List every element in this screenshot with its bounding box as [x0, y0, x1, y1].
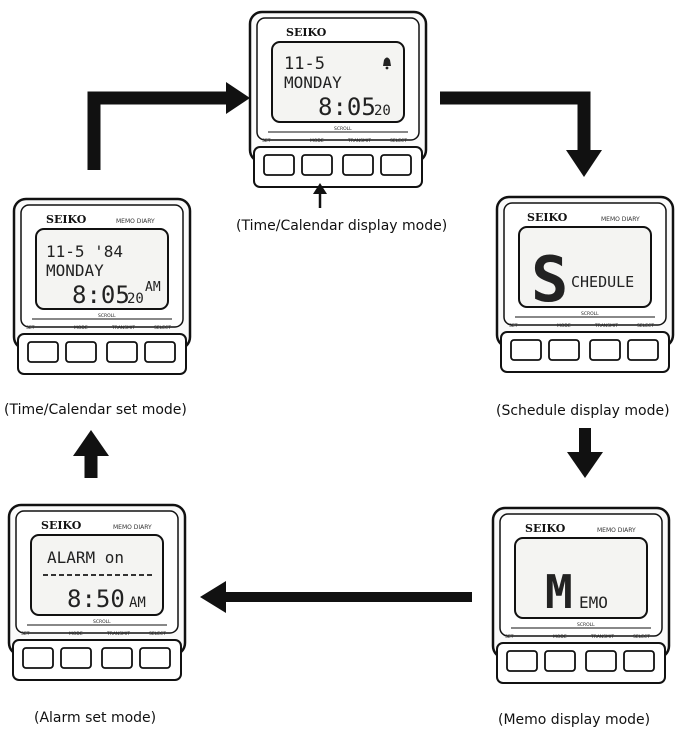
lcd-ampm: AM: [145, 280, 161, 295]
mode-label: MODE: [553, 634, 567, 640]
caption-time-set: (Time/Calendar set mode): [4, 402, 187, 418]
scroll-label: SCROLL: [334, 126, 352, 132]
watch-memo-display: SEIKO MEMO DIARY M EMO SCROLL SET MODE T…: [491, 506, 671, 685]
transmit-label: TRANSMIT: [594, 323, 618, 329]
arrow-set-to-display: [87, 82, 250, 170]
lcd-date-line: 11-5: [284, 54, 325, 74]
lcd-rest-text: EMO: [579, 593, 608, 612]
brand-logo: SEIKO: [286, 26, 327, 39]
scroll-label: SCROLL: [581, 311, 599, 317]
transmit-label: TRANSMIT: [347, 138, 371, 144]
lcd-rest-text: CHEDULE: [571, 273, 634, 291]
select-label: SELECT: [149, 631, 166, 637]
transmit-label: TRANSMIT: [111, 325, 135, 331]
set-label: SET: [262, 138, 271, 144]
lcd-big-letter: S: [531, 243, 568, 316]
scroll-label: SCROLL: [93, 619, 111, 625]
lcd-day-line: MONDAY: [46, 261, 104, 280]
scroll-label: SCROLL: [98, 313, 116, 319]
brand-logo: SEIKO: [41, 519, 82, 532]
arrow-schedule-to-memo: [567, 428, 603, 478]
lcd-date-line: 11-5 '84: [46, 242, 123, 261]
set-label: SET: [26, 325, 35, 331]
model-text: MEMO DIARY: [601, 216, 640, 223]
arrow-display-to-schedule: [440, 91, 602, 177]
lcd-day-line: MONDAY: [284, 73, 342, 92]
model-text: MEMO DIARY: [116, 218, 155, 225]
brand-logo: SEIKO: [527, 211, 568, 224]
brand-logo: SEIKO: [525, 522, 566, 535]
watch-time-calendar-set: SEIKO MEMO DIARY 11-5 '84 MONDAY 8:05 20…: [12, 197, 192, 376]
lcd-time-line: 8:05: [72, 281, 130, 309]
mode-label: MODE: [74, 325, 88, 331]
lcd-seconds: 20: [127, 291, 144, 307]
set-label: SET: [509, 323, 518, 329]
transmit-label: TRANSMIT: [106, 631, 130, 637]
lcd-big-letter: M: [545, 565, 573, 619]
model-text: MEMO DIARY: [597, 527, 636, 534]
caption-alarm-set: (Alarm set mode): [34, 710, 156, 726]
caption-time-display: (Time/Calendar display mode): [236, 218, 447, 234]
mode-label: MODE: [69, 631, 83, 637]
watch-schedule-display: SEIKO MEMO DIARY S CHEDULE SCROLL SET MO…: [495, 195, 675, 374]
select-label: SELECT: [154, 325, 171, 331]
lcd-time-line: 8:05: [318, 93, 376, 121]
transmit-label: TRANSMIT: [590, 634, 614, 640]
select-label: SELECT: [390, 138, 407, 144]
scroll-label: SCROLL: [577, 622, 595, 628]
select-label: SELECT: [633, 634, 650, 640]
lcd-ampm: AM: [129, 595, 146, 611]
arrow-memo-to-alarm: [200, 581, 472, 613]
set-label: SET: [505, 634, 514, 640]
caption-schedule-display: (Schedule display mode): [496, 403, 670, 419]
brand-logo: SEIKO: [46, 213, 87, 226]
watch-time-calendar-display: SEIKO 11-5 MONDAY 8:05 20 SCROLL SET MOD…: [248, 10, 428, 189]
mode-button-pointer-arrow: [313, 183, 327, 208]
model-text: MEMO DIARY: [113, 524, 152, 531]
select-label: SELECT: [637, 323, 654, 329]
bell-icon: [383, 57, 391, 70]
arrow-alarm-to-set: [73, 430, 109, 478]
lcd-alarm-line: ALARM on: [47, 548, 124, 567]
mode-label: MODE: [557, 323, 571, 329]
lcd-time-line: 8:50: [67, 585, 125, 613]
mode-label: MODE: [310, 138, 324, 144]
caption-memo-display: (Memo display mode): [498, 712, 650, 728]
set-label: SET: [21, 631, 30, 637]
watch-alarm-set: SEIKO MEMO DIARY ALARM on 8:50 AM SCROLL…: [7, 503, 187, 682]
lcd-seconds: 20: [374, 103, 391, 119]
